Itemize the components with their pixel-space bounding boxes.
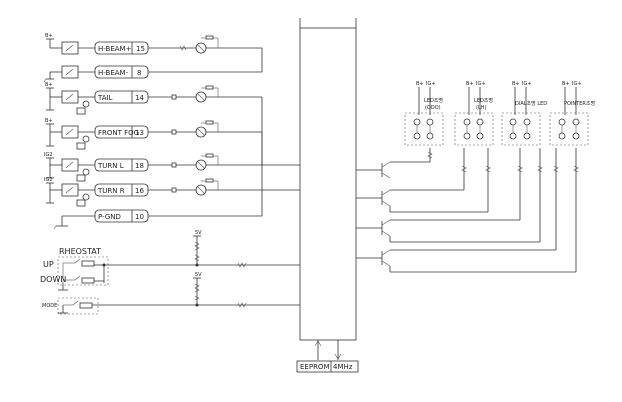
input-row-h-beam-minus: H-BEAM- 8 xyxy=(43,65,262,83)
led-group-pointer: B+ IG+ POINTER조명 xyxy=(549,81,595,146)
input-row-turn-r: IG2 TURN R 16 xyxy=(44,177,300,207)
supply-label: B+ xyxy=(512,81,520,87)
led-group-label: POINTER조명 xyxy=(564,100,595,107)
input-row-p-gnd: P-GND 10 xyxy=(53,132,263,230)
pullup-resistor-2: 5V xyxy=(193,272,202,307)
mode-label: MODE xyxy=(42,303,57,309)
input-row-front-fog: B+ FRONT FOG 13 xyxy=(45,118,263,165)
connector-label: TAIL xyxy=(97,94,113,102)
supply-label: B+ xyxy=(416,81,424,87)
supply-label: IG+ xyxy=(522,81,532,87)
led-group-sublabel: (ODO) xyxy=(425,105,441,111)
connector-label: TURN R xyxy=(97,187,125,195)
supply-label: IG+ xyxy=(476,81,486,87)
led-group-label: DIAL조명 LED xyxy=(515,100,547,107)
pin-number: 8 xyxy=(137,69,141,77)
pullup-voltage-label: 5V xyxy=(195,272,202,278)
led-group-dial: B+ IG+ DIAL조명 LED xyxy=(501,81,547,146)
pin-number: 18 xyxy=(135,162,144,170)
pin-number: 13 xyxy=(135,129,144,137)
input-row-turn-l: IG2 TURN L 18 xyxy=(44,152,300,182)
pullup-voltage-label: 5V xyxy=(195,230,202,236)
rheostat-down-label: DOWN xyxy=(40,275,66,284)
microcontroller-block xyxy=(299,27,357,341)
rheostat-block: RHEOSTAT UP DOWN xyxy=(40,247,300,291)
supply-label: IG+ xyxy=(426,81,436,87)
connector-label: TURN L xyxy=(97,162,124,170)
rheostat-up-label: UP xyxy=(43,260,54,269)
clock-label: 4MHz xyxy=(333,363,353,371)
led-group-odo: B+ IG+ LED조명 (ODO) xyxy=(404,81,444,146)
pin-number: 15 xyxy=(136,45,145,53)
supply-label: B+ xyxy=(45,33,53,39)
supply-label: B+ xyxy=(45,118,53,124)
connector-label: FRONT FOG xyxy=(98,129,139,137)
connector-label: P-GND xyxy=(98,213,121,221)
input-row-tail: B+ TAIL 14 xyxy=(45,82,263,132)
led-group-label: LED조명 xyxy=(424,97,443,104)
supply-label: B+ xyxy=(45,82,53,88)
eeprom-clock-block: EEPROM 4MHz xyxy=(296,340,359,373)
led-group-label: LED조명 xyxy=(474,97,493,104)
led-group-sublabel: (LH) xyxy=(476,105,486,111)
supply-label: IG2 xyxy=(44,177,53,183)
connector-label: H-BEAM- xyxy=(98,69,129,77)
mode-switch-block: MODE xyxy=(42,297,300,315)
rheostat-title: RHEOSTAT xyxy=(59,247,101,256)
input-row-h-beam-plus: B+ H-BEAM+ 15 xyxy=(45,33,263,72)
supply-label: IG+ xyxy=(572,81,582,87)
supply-label: B+ xyxy=(466,81,474,87)
connector-label: H-BEAM+ xyxy=(98,45,132,53)
pin-number: 16 xyxy=(135,187,144,195)
supply-label: IG2 xyxy=(44,152,53,158)
pin-number: 10 xyxy=(135,213,144,221)
pullup-resistor-1: 5V xyxy=(193,230,202,267)
pin-number: 14 xyxy=(135,94,144,102)
supply-label: B+ xyxy=(562,81,570,87)
led-group-lh: B+ IG+ LED조명 (LH) xyxy=(454,81,494,146)
output-transistors xyxy=(356,148,579,273)
eeprom-label: EEPROM xyxy=(300,363,329,371)
